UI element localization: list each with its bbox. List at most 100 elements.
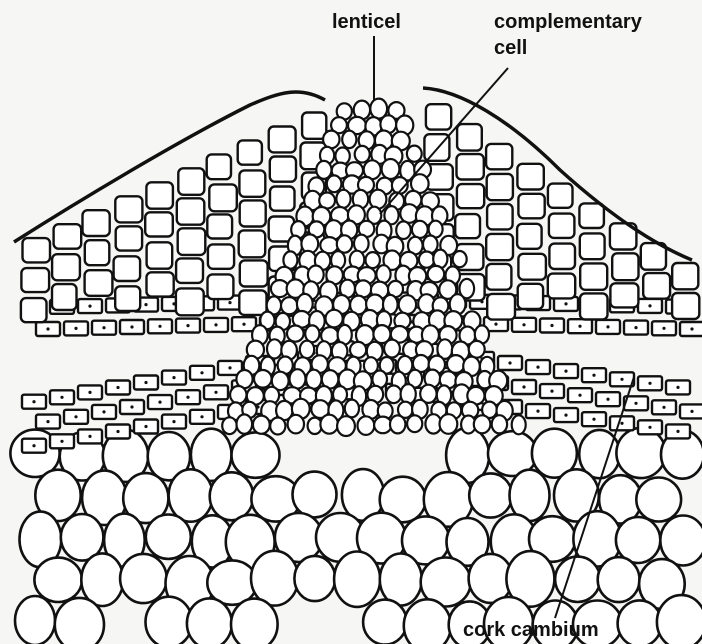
cell-nucleus bbox=[522, 385, 525, 388]
cell-nucleus bbox=[662, 327, 665, 330]
complementary-cell bbox=[350, 342, 366, 358]
cell-nucleus bbox=[578, 394, 581, 397]
cork-cell bbox=[270, 187, 295, 211]
cork-cell bbox=[85, 240, 110, 265]
lenticel-label: lenticel bbox=[332, 11, 401, 33]
complementary-cell bbox=[300, 341, 314, 359]
complementary-cell bbox=[345, 400, 359, 418]
complementary-cell bbox=[327, 175, 342, 192]
cell-nucleus bbox=[564, 414, 567, 417]
cork-cell bbox=[672, 263, 698, 289]
cell-nucleus bbox=[564, 302, 567, 305]
cork-cell bbox=[548, 184, 573, 208]
cell-nucleus bbox=[606, 325, 609, 328]
cork-cell bbox=[579, 203, 604, 228]
cork-cell bbox=[457, 154, 484, 179]
cortex-parenchyma-layer bbox=[10, 428, 702, 644]
complementary-cell-label-line2: cell bbox=[494, 37, 527, 59]
cell-nucleus bbox=[144, 425, 147, 428]
cork-cell bbox=[21, 268, 49, 292]
cell-nucleus bbox=[564, 370, 567, 373]
cell-nucleus bbox=[242, 323, 245, 326]
cell-nucleus bbox=[158, 325, 161, 328]
cell-nucleus bbox=[88, 435, 91, 438]
cork-cell bbox=[115, 286, 140, 311]
cork-cell bbox=[114, 256, 141, 281]
parenchyma-cell bbox=[210, 472, 254, 520]
parenchyma-cell bbox=[598, 557, 640, 602]
cork-cell bbox=[486, 234, 513, 260]
parenchyma-cell bbox=[618, 600, 662, 644]
parenchyma-cell bbox=[294, 556, 335, 601]
cork-cell bbox=[302, 113, 326, 139]
cell-nucleus bbox=[200, 415, 203, 418]
complementary-cell bbox=[237, 414, 253, 433]
cork-cell bbox=[54, 224, 82, 249]
complementary-cell bbox=[355, 146, 370, 163]
parenchyma-cell bbox=[187, 598, 232, 644]
complementary-cell bbox=[323, 131, 339, 149]
cork-cell bbox=[83, 210, 110, 236]
cork-cambium-label: cork cambium bbox=[463, 619, 599, 641]
cork-cell bbox=[486, 144, 512, 169]
cell-nucleus bbox=[228, 301, 231, 304]
cork-cell bbox=[487, 174, 513, 200]
complementary-cell bbox=[336, 190, 350, 208]
cell-nucleus bbox=[74, 327, 77, 330]
cell-nucleus bbox=[592, 418, 595, 421]
complementary-cell bbox=[492, 415, 507, 433]
cell-nucleus bbox=[116, 430, 119, 433]
cell-nucleus bbox=[186, 324, 189, 327]
complementary-cell bbox=[512, 415, 526, 434]
parenchyma-cell bbox=[334, 552, 380, 607]
cork-cell bbox=[52, 254, 80, 280]
complementary-cell bbox=[337, 416, 355, 436]
cork-cell bbox=[580, 233, 605, 259]
complementary-cell bbox=[267, 339, 282, 358]
cork-cell bbox=[518, 284, 543, 309]
cork-cell bbox=[240, 200, 266, 226]
cork-cell bbox=[549, 214, 575, 238]
cork-cell bbox=[176, 288, 204, 315]
cork-cell bbox=[178, 228, 206, 255]
parenchyma-cell bbox=[120, 554, 167, 603]
cell-nucleus bbox=[648, 304, 651, 307]
cork-cell bbox=[580, 293, 608, 319]
cork-cell bbox=[52, 284, 77, 310]
cork-cell bbox=[116, 226, 142, 250]
parenchyma-cell bbox=[657, 595, 702, 644]
complementary-cell bbox=[370, 190, 387, 209]
cork-cell bbox=[455, 214, 480, 238]
complementary-cell bbox=[453, 251, 467, 267]
cell-nucleus bbox=[200, 371, 203, 374]
parenchyma-cell bbox=[293, 472, 337, 518]
cell-nucleus bbox=[32, 400, 35, 403]
cork-cell bbox=[487, 294, 515, 320]
cell-nucleus bbox=[620, 422, 623, 425]
cork-cell bbox=[517, 164, 543, 190]
cell-nucleus bbox=[88, 391, 91, 394]
cell-nucleus bbox=[158, 401, 161, 404]
complementary-cell bbox=[287, 326, 304, 342]
parenchyma-cell bbox=[55, 598, 104, 644]
cork-cell bbox=[207, 154, 231, 179]
parenchyma-cell bbox=[232, 432, 280, 477]
complementary-cell bbox=[384, 340, 400, 358]
cork-cell bbox=[580, 263, 607, 289]
parenchyma-cell bbox=[380, 554, 422, 606]
cell-nucleus bbox=[130, 405, 133, 408]
cell-nucleus bbox=[606, 398, 609, 401]
cell-nucleus bbox=[60, 396, 63, 399]
parenchyma-cell bbox=[251, 551, 298, 606]
cork-cell bbox=[672, 293, 699, 319]
cork-cell bbox=[610, 283, 638, 307]
cell-nucleus bbox=[130, 325, 133, 328]
cell-nucleus bbox=[144, 303, 147, 306]
cork-cell bbox=[612, 253, 638, 280]
cork-cell bbox=[270, 157, 296, 182]
cork-cell bbox=[145, 212, 173, 236]
cell-nucleus bbox=[214, 391, 217, 394]
complementary-cell bbox=[386, 386, 401, 404]
complementary-cell-label-line1: complementary bbox=[494, 11, 643, 33]
complementary-cell bbox=[382, 159, 400, 179]
